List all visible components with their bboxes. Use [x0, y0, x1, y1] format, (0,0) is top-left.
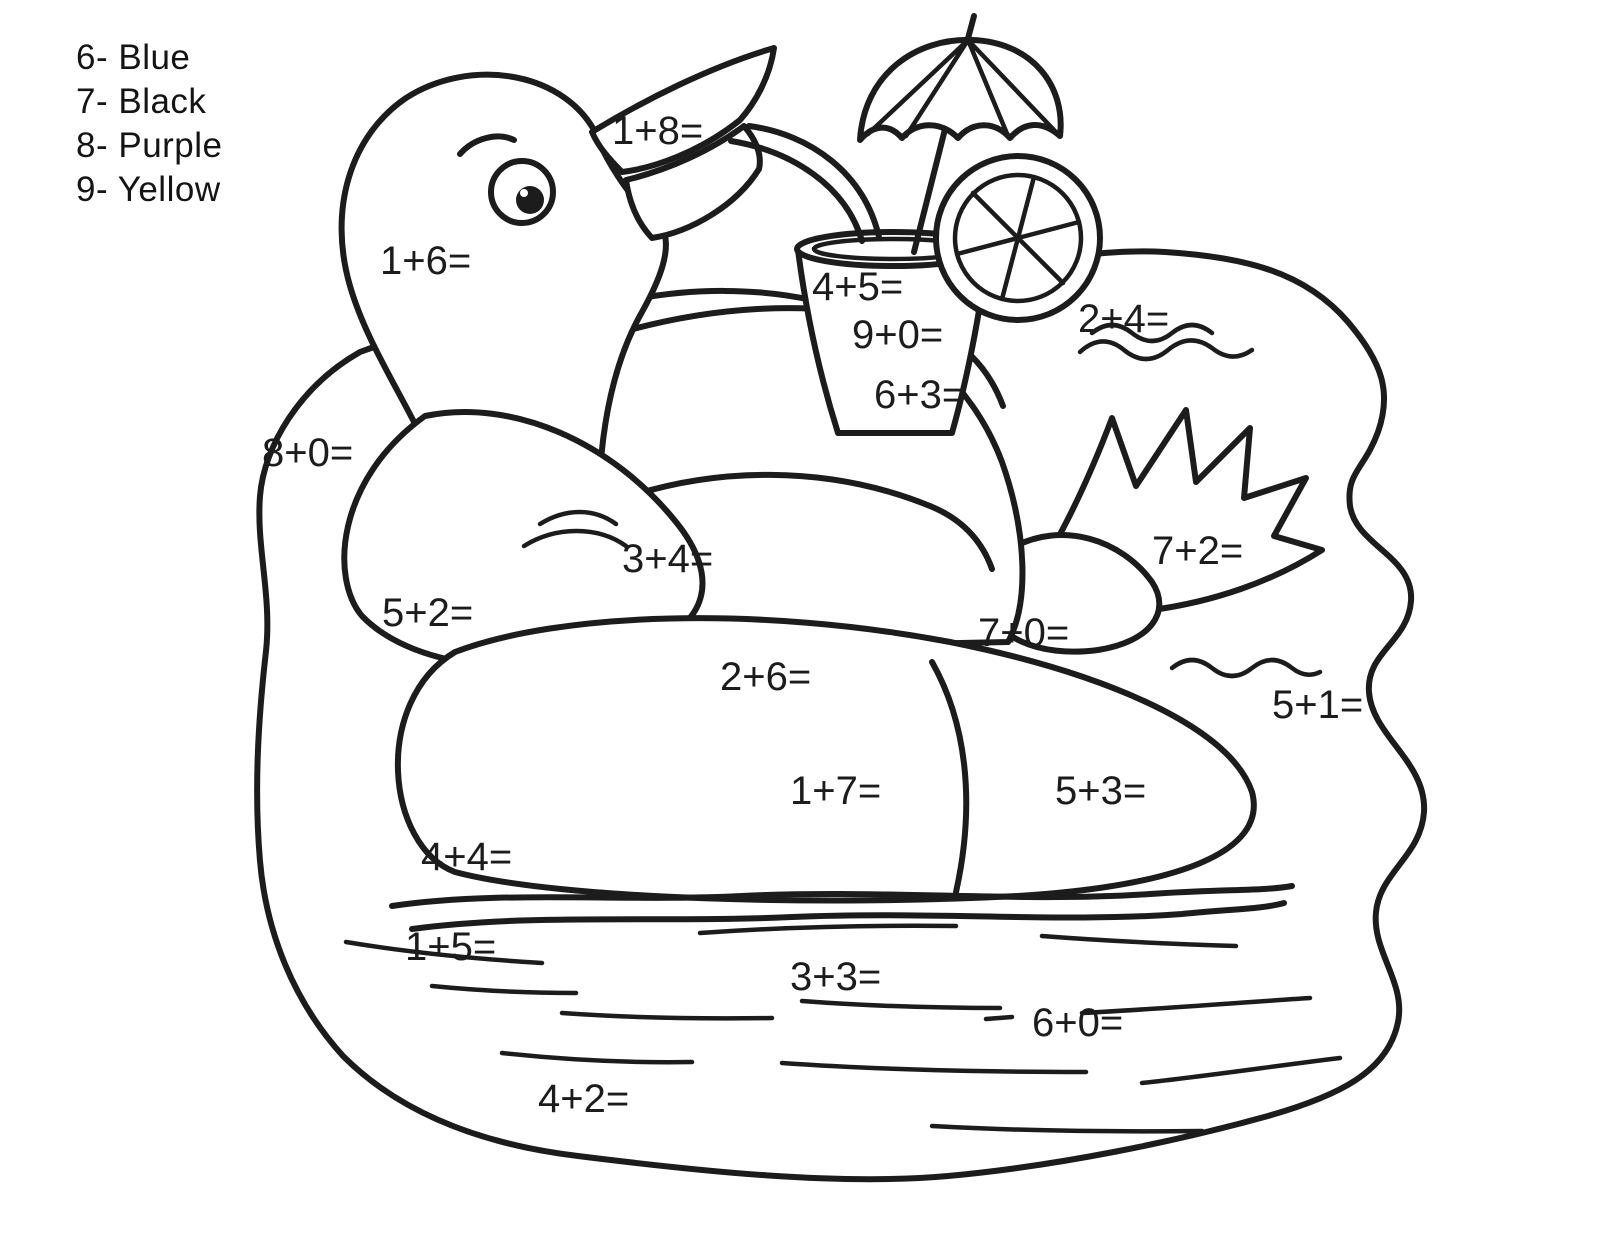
math-problem: 4+5=	[812, 265, 903, 309]
math-problem: 6+3=	[874, 373, 965, 417]
ripple	[429, 983, 579, 996]
duck-arm-line	[599, 471, 995, 572]
math-problem: 3+4=	[622, 537, 713, 581]
color-key-item-6: 6- Blue	[76, 38, 191, 77]
math-problem: 2+6=	[720, 655, 811, 699]
ripple	[1039, 933, 1239, 949]
umbrella-ribs	[865, 37, 1057, 139]
math-problem: 3+3=	[790, 955, 881, 999]
ripple	[929, 1123, 1205, 1134]
citrus-slice	[933, 153, 1103, 323]
citrus-inner	[952, 172, 1084, 304]
color-key-item-8: 8- Purple	[76, 126, 223, 165]
math-problem: 8+0=	[262, 431, 353, 475]
ripple	[697, 923, 959, 936]
ripple	[499, 1050, 695, 1065]
math-problem: 5+1=	[1272, 683, 1363, 727]
water-ripples	[343, 883, 1343, 1134]
leg-crease-line	[929, 659, 970, 895]
math-problem: 4+2=	[538, 1077, 629, 1121]
ripple	[343, 939, 545, 966]
math-problem: 7+0=	[978, 611, 1069, 655]
duck-eye-glint	[520, 189, 528, 197]
ripple	[799, 998, 1003, 1011]
math-problem: 1+6=	[380, 239, 471, 283]
ripple-dash	[983, 1014, 1015, 1022]
drink-group	[728, 13, 1103, 436]
water-edge	[389, 883, 1295, 909]
math-problem: 1+8=	[612, 109, 703, 153]
duck-belly	[395, 615, 1257, 904]
duck-pupil	[516, 186, 544, 214]
math-problem: 6+0=	[1032, 1001, 1123, 1045]
ripple	[1139, 1055, 1343, 1086]
drinking-straw-2	[746, 123, 882, 240]
math-problem: 2+4=	[1078, 297, 1169, 341]
citrus-segments	[954, 174, 1082, 302]
wing-feather-line-2	[521, 528, 629, 549]
wing-feather-line	[537, 509, 619, 527]
math-problems: 1+8= 1+6= 4+5= 9+0= 2+4= 6+3= 8+0= 3+4= …	[262, 109, 1363, 1121]
math-problem: 4+4=	[421, 835, 512, 879]
water-edge-2	[409, 900, 1287, 932]
math-problem: 7+2=	[1152, 529, 1243, 573]
ripple	[779, 1060, 1089, 1075]
drinking-straw	[728, 138, 865, 244]
math-problem: 5+3=	[1055, 769, 1146, 813]
ripple	[559, 1010, 775, 1021]
math-problem: 9+0=	[852, 313, 943, 357]
math-problem: 5+2=	[382, 591, 473, 635]
duck-eyebrow	[457, 133, 517, 157]
sand-squiggle-top	[1077, 338, 1255, 362]
cocktail-umbrella	[857, 36, 1064, 143]
color-key-item-7: 7- Black	[76, 82, 207, 121]
math-problem: 1+5=	[405, 925, 496, 969]
ripple	[1079, 995, 1313, 1016]
duck-illustration	[338, 45, 1325, 904]
duck-beak-upper	[589, 45, 777, 175]
sand-squiggle-top-2	[1089, 322, 1215, 344]
sand-squiggle-right	[1169, 657, 1323, 679]
duck-beak-lower	[623, 123, 763, 241]
color-key-item-9: 9- Yellow	[76, 170, 221, 209]
math-problem: 1+7=	[790, 769, 881, 813]
color-key: 6- Blue 7- Black 8- Purple 9- Yellow	[76, 40, 223, 207]
